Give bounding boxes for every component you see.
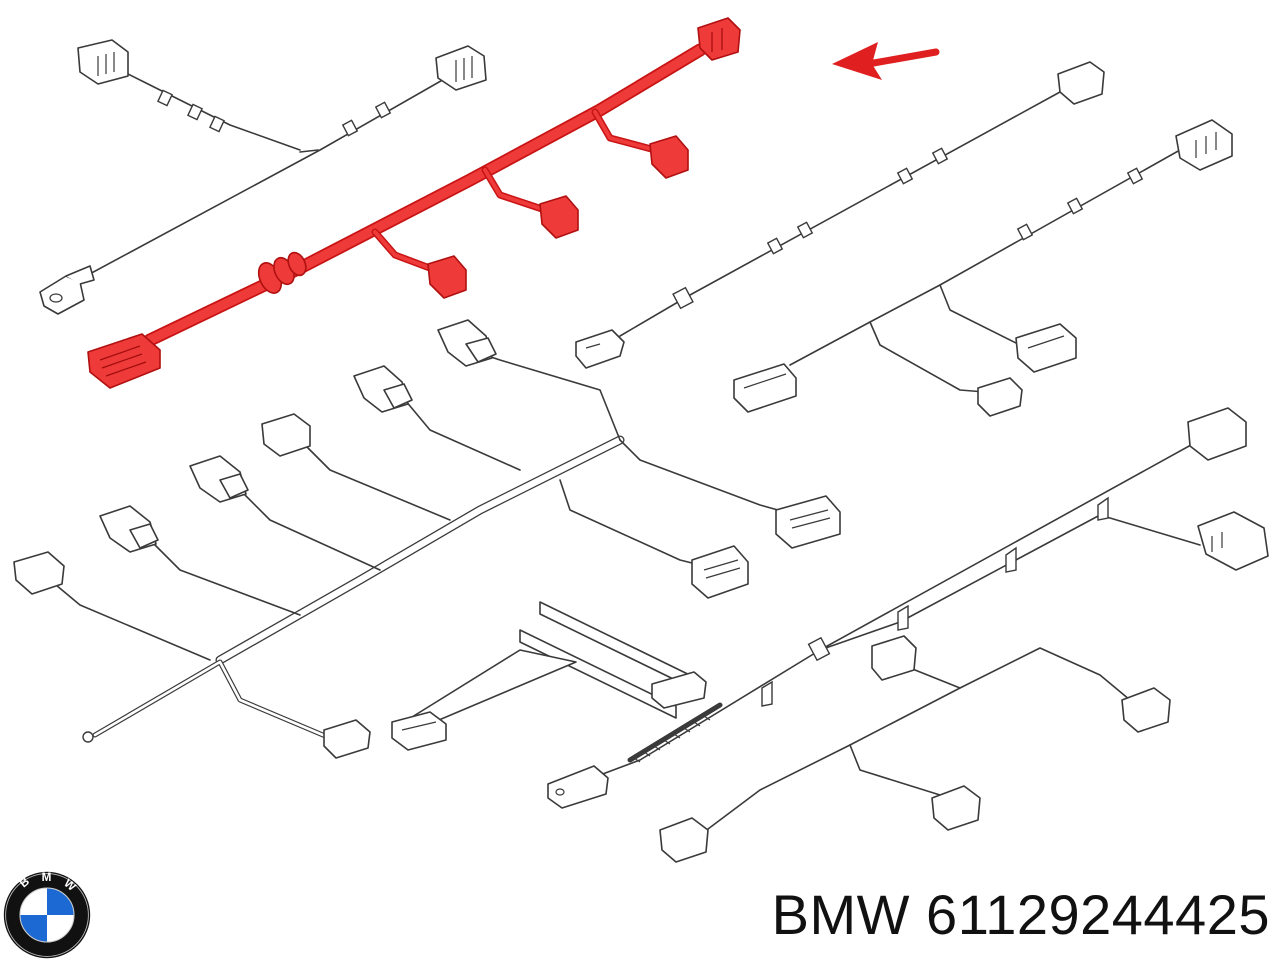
connector bbox=[691, 545, 749, 599]
harness-right-middle bbox=[733, 119, 1233, 417]
connector bbox=[353, 365, 413, 413]
connector bbox=[77, 39, 129, 85]
connector bbox=[1187, 407, 1247, 461]
ribbon-cable bbox=[391, 601, 707, 751]
connector bbox=[1121, 687, 1171, 733]
connector bbox=[261, 413, 311, 457]
connector bbox=[99, 505, 159, 553]
connector bbox=[437, 319, 497, 367]
arrow-left-icon bbox=[832, 42, 940, 80]
svg-text:M: M bbox=[42, 871, 52, 884]
connector bbox=[733, 363, 797, 413]
connector bbox=[659, 817, 709, 863]
grommet bbox=[257, 251, 307, 294]
connector bbox=[931, 785, 981, 831]
connector bbox=[977, 377, 1023, 417]
connector bbox=[323, 719, 371, 759]
connector bbox=[547, 765, 609, 809]
connector bbox=[871, 635, 917, 681]
harness-main-lower bbox=[13, 319, 841, 759]
connector bbox=[435, 45, 487, 91]
connector bbox=[575, 329, 625, 369]
connector bbox=[539, 195, 579, 239]
harness-right-lower bbox=[547, 407, 1269, 809]
part-number-label: BMW 61129244425 bbox=[771, 883, 1270, 946]
connector-multipin bbox=[87, 333, 161, 389]
connector bbox=[1015, 323, 1077, 373]
harness-top-left bbox=[39, 39, 487, 315]
harness-right-top bbox=[575, 61, 1105, 369]
round-plug bbox=[39, 265, 95, 315]
connector bbox=[427, 255, 467, 299]
connector bbox=[1175, 119, 1233, 171]
connector bbox=[1057, 61, 1105, 105]
bmw-logo-icon: B M W bbox=[3, 871, 91, 959]
connector bbox=[697, 17, 741, 61]
connector bbox=[775, 495, 841, 549]
harness-bottom-right bbox=[659, 635, 1171, 863]
connector bbox=[649, 135, 689, 179]
connector bbox=[1197, 511, 1269, 571]
connector bbox=[189, 455, 249, 503]
connector bbox=[13, 551, 65, 595]
highlighted-part-harness bbox=[87, 17, 741, 389]
